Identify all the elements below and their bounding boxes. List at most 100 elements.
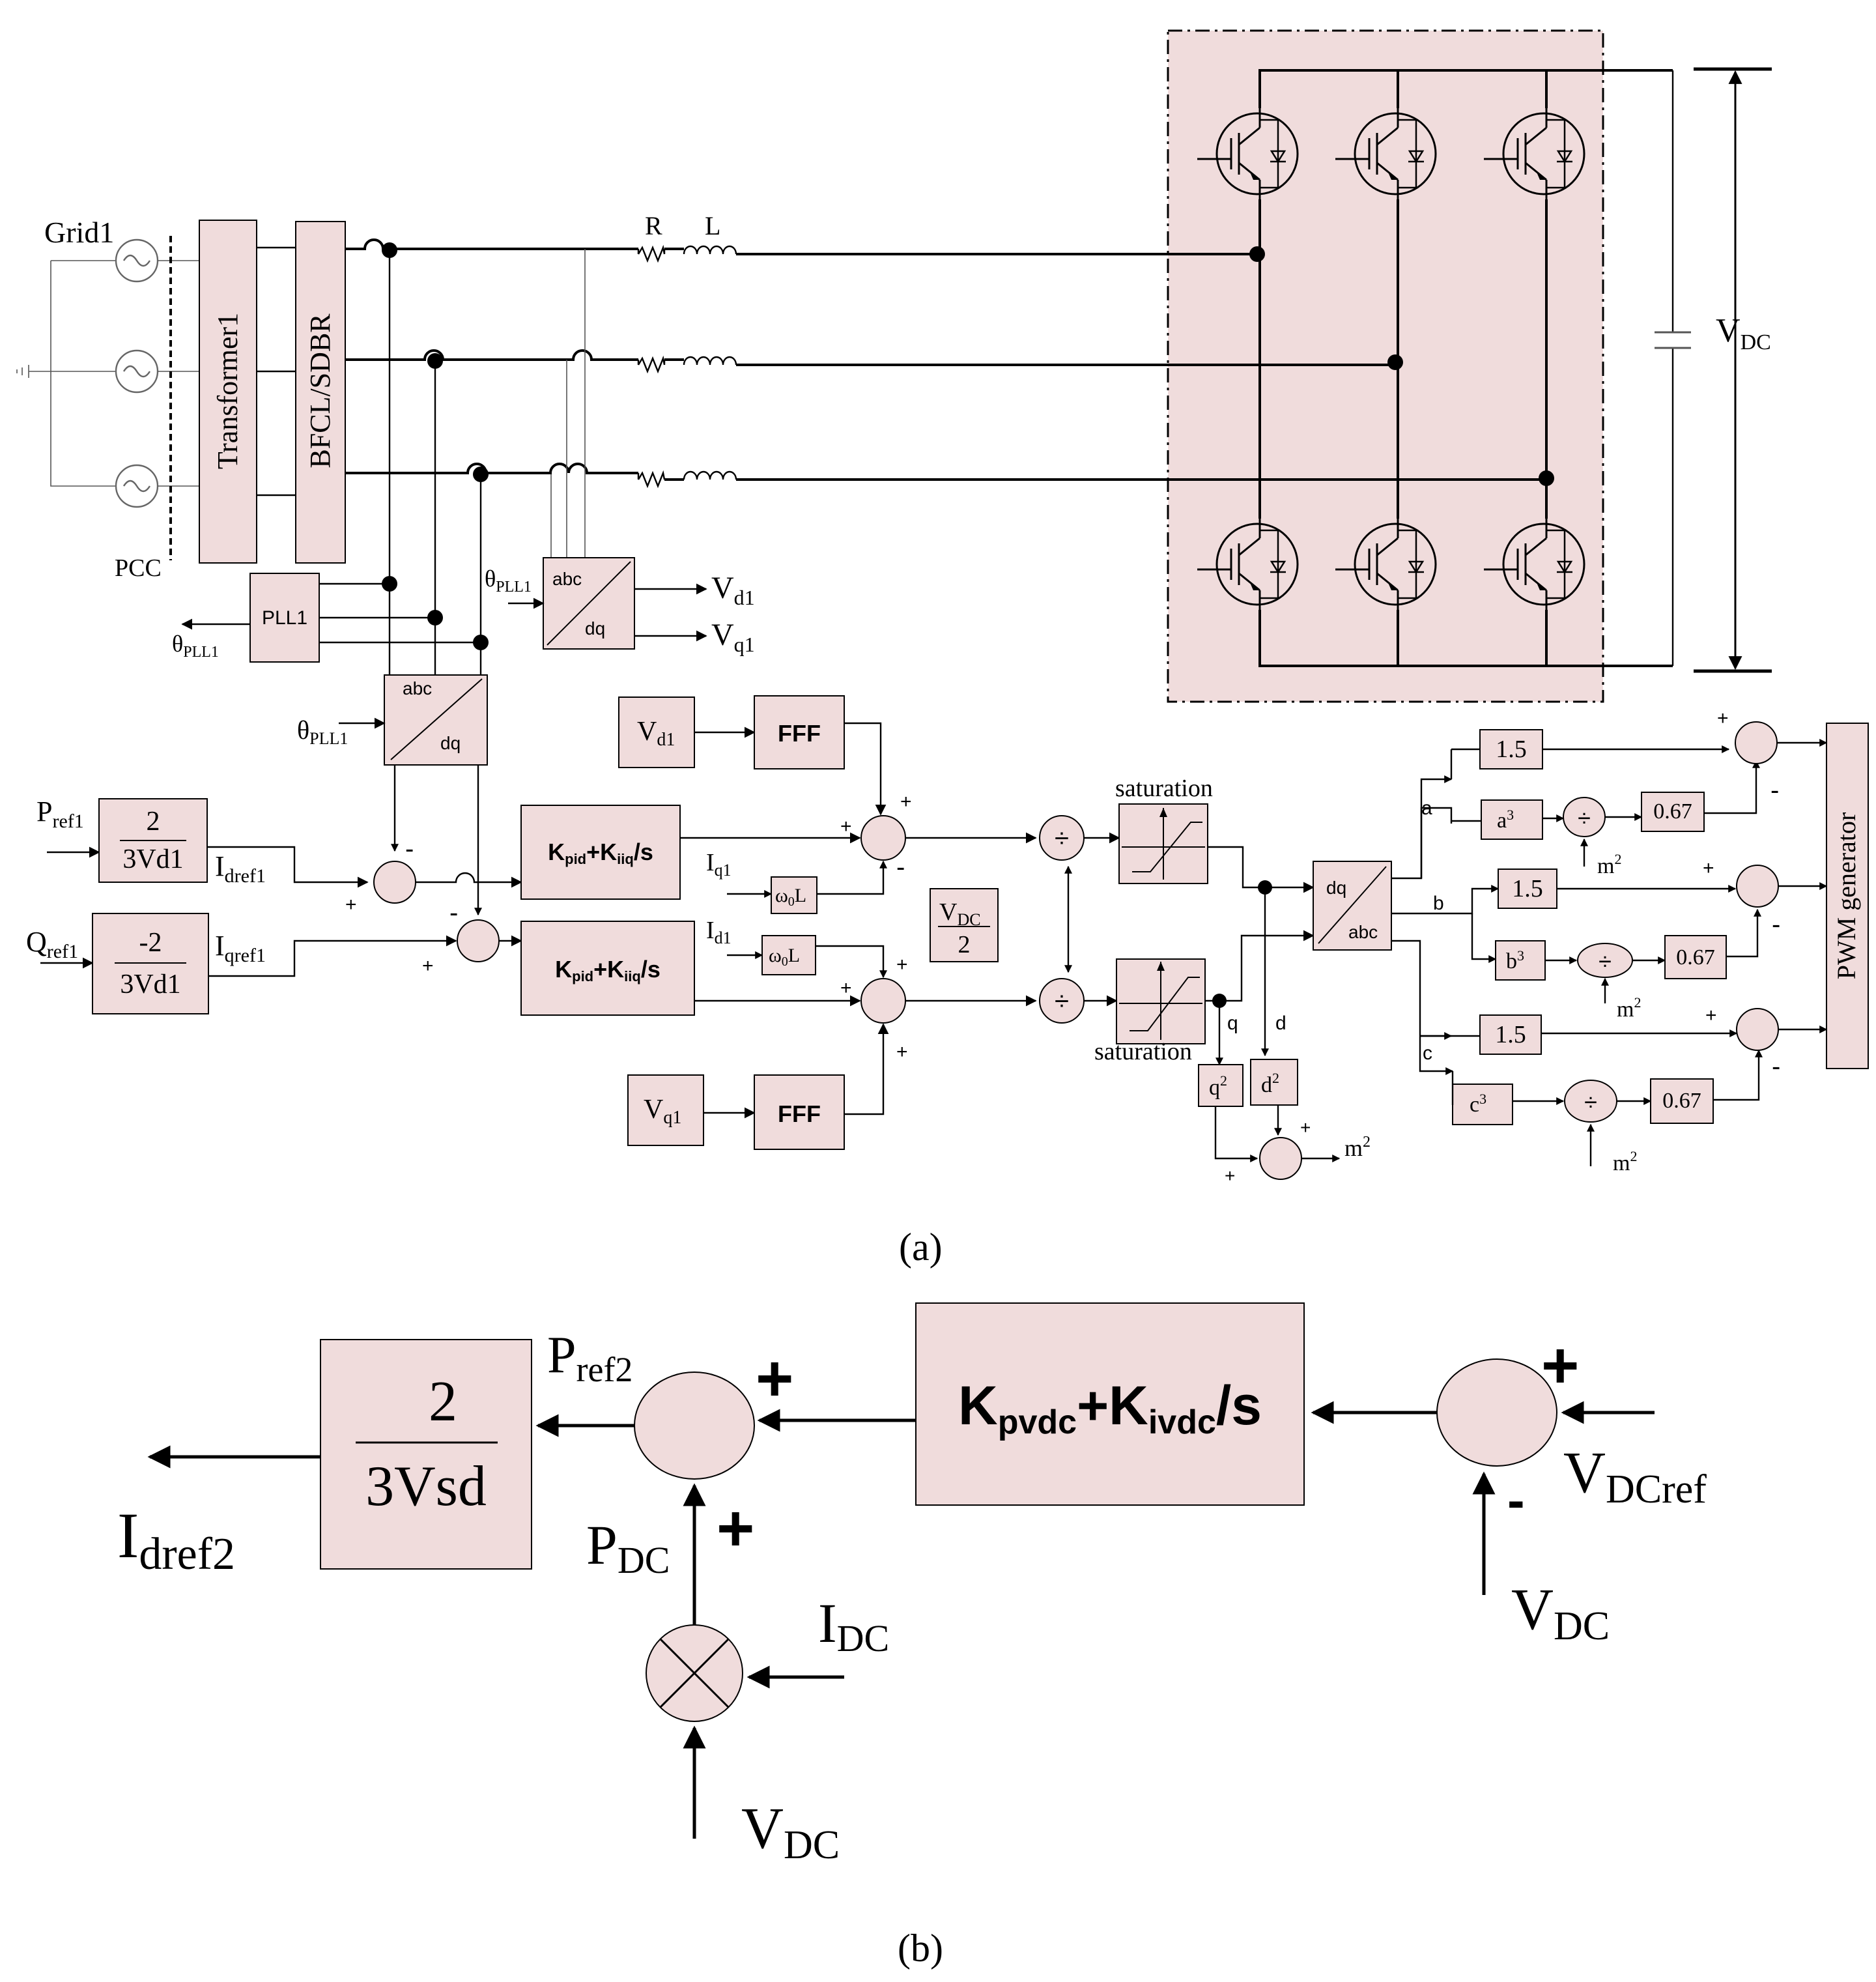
plus-sign: + — [900, 791, 912, 812]
m2-out-label: m2 — [1344, 1134, 1371, 1161]
resistor-icon — [637, 355, 666, 374]
idref1-label: Idref1 — [215, 850, 266, 887]
sum-b — [1736, 865, 1779, 908]
figure-b: 2 3Vsd Idref2 Pref2 + + Kpvdc+Kivdc/s + … — [117, 1302, 1707, 1970]
pwm-generator-block — [1826, 723, 1869, 1069]
vdc-half-block — [930, 888, 999, 962]
resistor-icon — [637, 470, 666, 489]
q2-block — [1198, 1064, 1244, 1107]
plus-sign: + — [1300, 1117, 1311, 1138]
vdc-bottom-label: VDC — [741, 1796, 840, 1867]
plus-sign: + — [840, 816, 852, 837]
caption-a: (a) — [899, 1226, 943, 1269]
cube-b-block — [1495, 940, 1546, 981]
pi-vdc-block — [915, 1302, 1305, 1506]
id1-label: Id1 — [706, 917, 732, 947]
pwm-generator-label: PWM generator — [1832, 812, 1861, 980]
m2-c-label: m2 — [1613, 1148, 1637, 1175]
plus-sign: + — [840, 977, 852, 999]
cube-a-block — [1481, 799, 1543, 840]
plus-sign: + — [422, 955, 434, 977]
m2-b-label: m2 — [1617, 994, 1641, 1022]
gain-p-den: 3Vd1 — [122, 844, 183, 874]
divide-sign: ÷ — [1584, 1089, 1597, 1115]
gain-q-den: 3Vd1 — [120, 969, 180, 999]
dq-label: dq — [440, 733, 461, 753]
cube-b-label: b3 — [1506, 947, 1524, 973]
sum-vdc-error — [1436, 1358, 1557, 1467]
fff-bottom-block — [754, 1074, 845, 1150]
saturation-top-label: saturation — [1115, 775, 1213, 802]
abc-label: abc — [552, 569, 582, 589]
pdc-label: PDC — [586, 1514, 670, 1581]
m2-a-label: m2 — [1597, 851, 1621, 878]
measurement-wiring — [319, 242, 586, 702]
gain-067-a — [1641, 792, 1705, 832]
d-label: d — [1275, 1013, 1286, 1034]
pi-vdc-label: Kpvdc+Kivdc/s — [958, 1375, 1262, 1441]
gain-1-5-label: 1.5 — [1512, 875, 1543, 902]
minus-sign: - — [896, 853, 905, 882]
phase-c-label: c — [1423, 1042, 1432, 1064]
pref1-label: Pref1 — [36, 796, 84, 832]
sum-d-current — [373, 861, 416, 904]
gain-q-num: -2 — [139, 928, 162, 958]
resistor-icon — [637, 244, 666, 263]
phase-a-label: a — [1421, 797, 1432, 819]
idref2-label: Idref2 — [117, 1499, 235, 1579]
minus-sign: - — [405, 835, 414, 863]
vq1-ff-block — [627, 1074, 704, 1146]
saturation-bottom-label: saturation — [1094, 1038, 1192, 1065]
theta-pll-in-top: θPLL1 — [485, 566, 532, 596]
pcc-label: PCC — [115, 554, 162, 582]
vd1-ff-label: Vd1 — [637, 717, 675, 750]
divide-sign: ÷ — [1055, 987, 1069, 1016]
gain-1-5-b — [1498, 869, 1557, 909]
vdcref-label: VDCref — [1563, 1441, 1707, 1512]
vq1-ff-label: Vq1 — [644, 1095, 681, 1128]
sum-q-voltage — [860, 978, 906, 1024]
inductor-icon — [683, 356, 737, 366]
cube-c-label: c3 — [1470, 1091, 1486, 1117]
plus-sign: + — [896, 1041, 908, 1063]
vd1-output: Vd1 — [711, 571, 755, 609]
gain-1-5-label: 1.5 — [1496, 736, 1527, 763]
gain-1-5-c — [1479, 1014, 1542, 1055]
pi-d-label: Kpid+Kiiq/s — [548, 839, 653, 867]
gain-067-label: 0.67 — [1662, 1089, 1701, 1113]
divide-sign: ÷ — [1599, 948, 1612, 975]
minus-sign: - — [1772, 910, 1780, 939]
dq-label: dq — [1326, 878, 1346, 898]
cube-c-block — [1452, 1084, 1513, 1125]
plus-sign: + — [1541, 1329, 1579, 1402]
minus-sign: - — [1770, 776, 1779, 805]
d2-block — [1250, 1059, 1298, 1106]
r-label: R — [645, 211, 662, 240]
plus-sign: + — [717, 1492, 754, 1565]
fff-top-block — [754, 695, 845, 769]
inductor-icon — [683, 470, 737, 480]
gain-067-c — [1650, 1078, 1714, 1124]
gain-067-label: 0.67 — [1653, 799, 1692, 824]
theta-pll-in-left: θPLL1 — [297, 715, 348, 748]
plus-sign: + — [1703, 857, 1714, 879]
iqref1-label: Iqref1 — [215, 930, 266, 966]
sum-a — [1735, 721, 1778, 764]
transformer-label: Transformer1 — [212, 313, 244, 469]
vdc-right-label: VDC — [1511, 1577, 1610, 1648]
iq1-label: Iq1 — [706, 849, 732, 880]
gain-1-5-label: 1.5 — [1495, 1021, 1526, 1048]
vd1-ff-block — [618, 697, 695, 768]
w0l-d-label: ω0L — [775, 885, 806, 909]
sum-m2 — [1259, 1137, 1302, 1180]
dq-label: dq — [585, 618, 605, 639]
pi-d-block — [520, 805, 681, 900]
plus-sign: + — [1717, 708, 1729, 729]
plus-sign: + — [1225, 1166, 1235, 1186]
minus-sign: - — [1772, 1052, 1780, 1081]
pi-q-block — [520, 921, 695, 1016]
divide-sign: ÷ — [1055, 824, 1069, 853]
minus-sign: - — [449, 898, 458, 927]
